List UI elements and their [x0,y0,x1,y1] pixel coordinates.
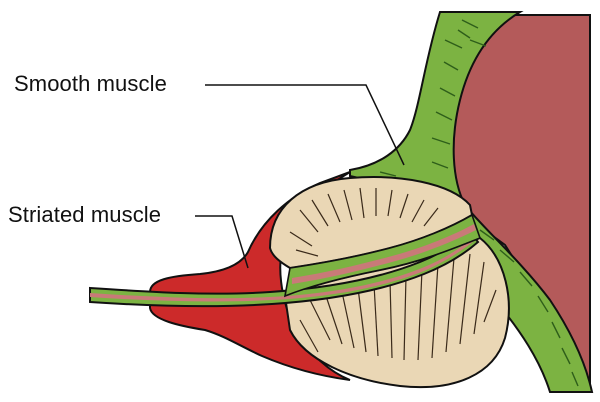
striated-muscle-shape [149,171,351,381]
smooth-muscle-band [349,11,594,393]
leader-line [205,84,405,166]
smooth-muscle-label: Smooth muscle [14,71,167,96]
striated-muscle-label: Striated muscle [8,202,162,227]
prostate-bottom-texture [299,253,497,361]
urethra-tube [89,230,480,308]
prostatic-urethra-lumen [292,224,476,284]
leader-line [195,215,249,269]
prostate-top-texture [289,187,439,257]
